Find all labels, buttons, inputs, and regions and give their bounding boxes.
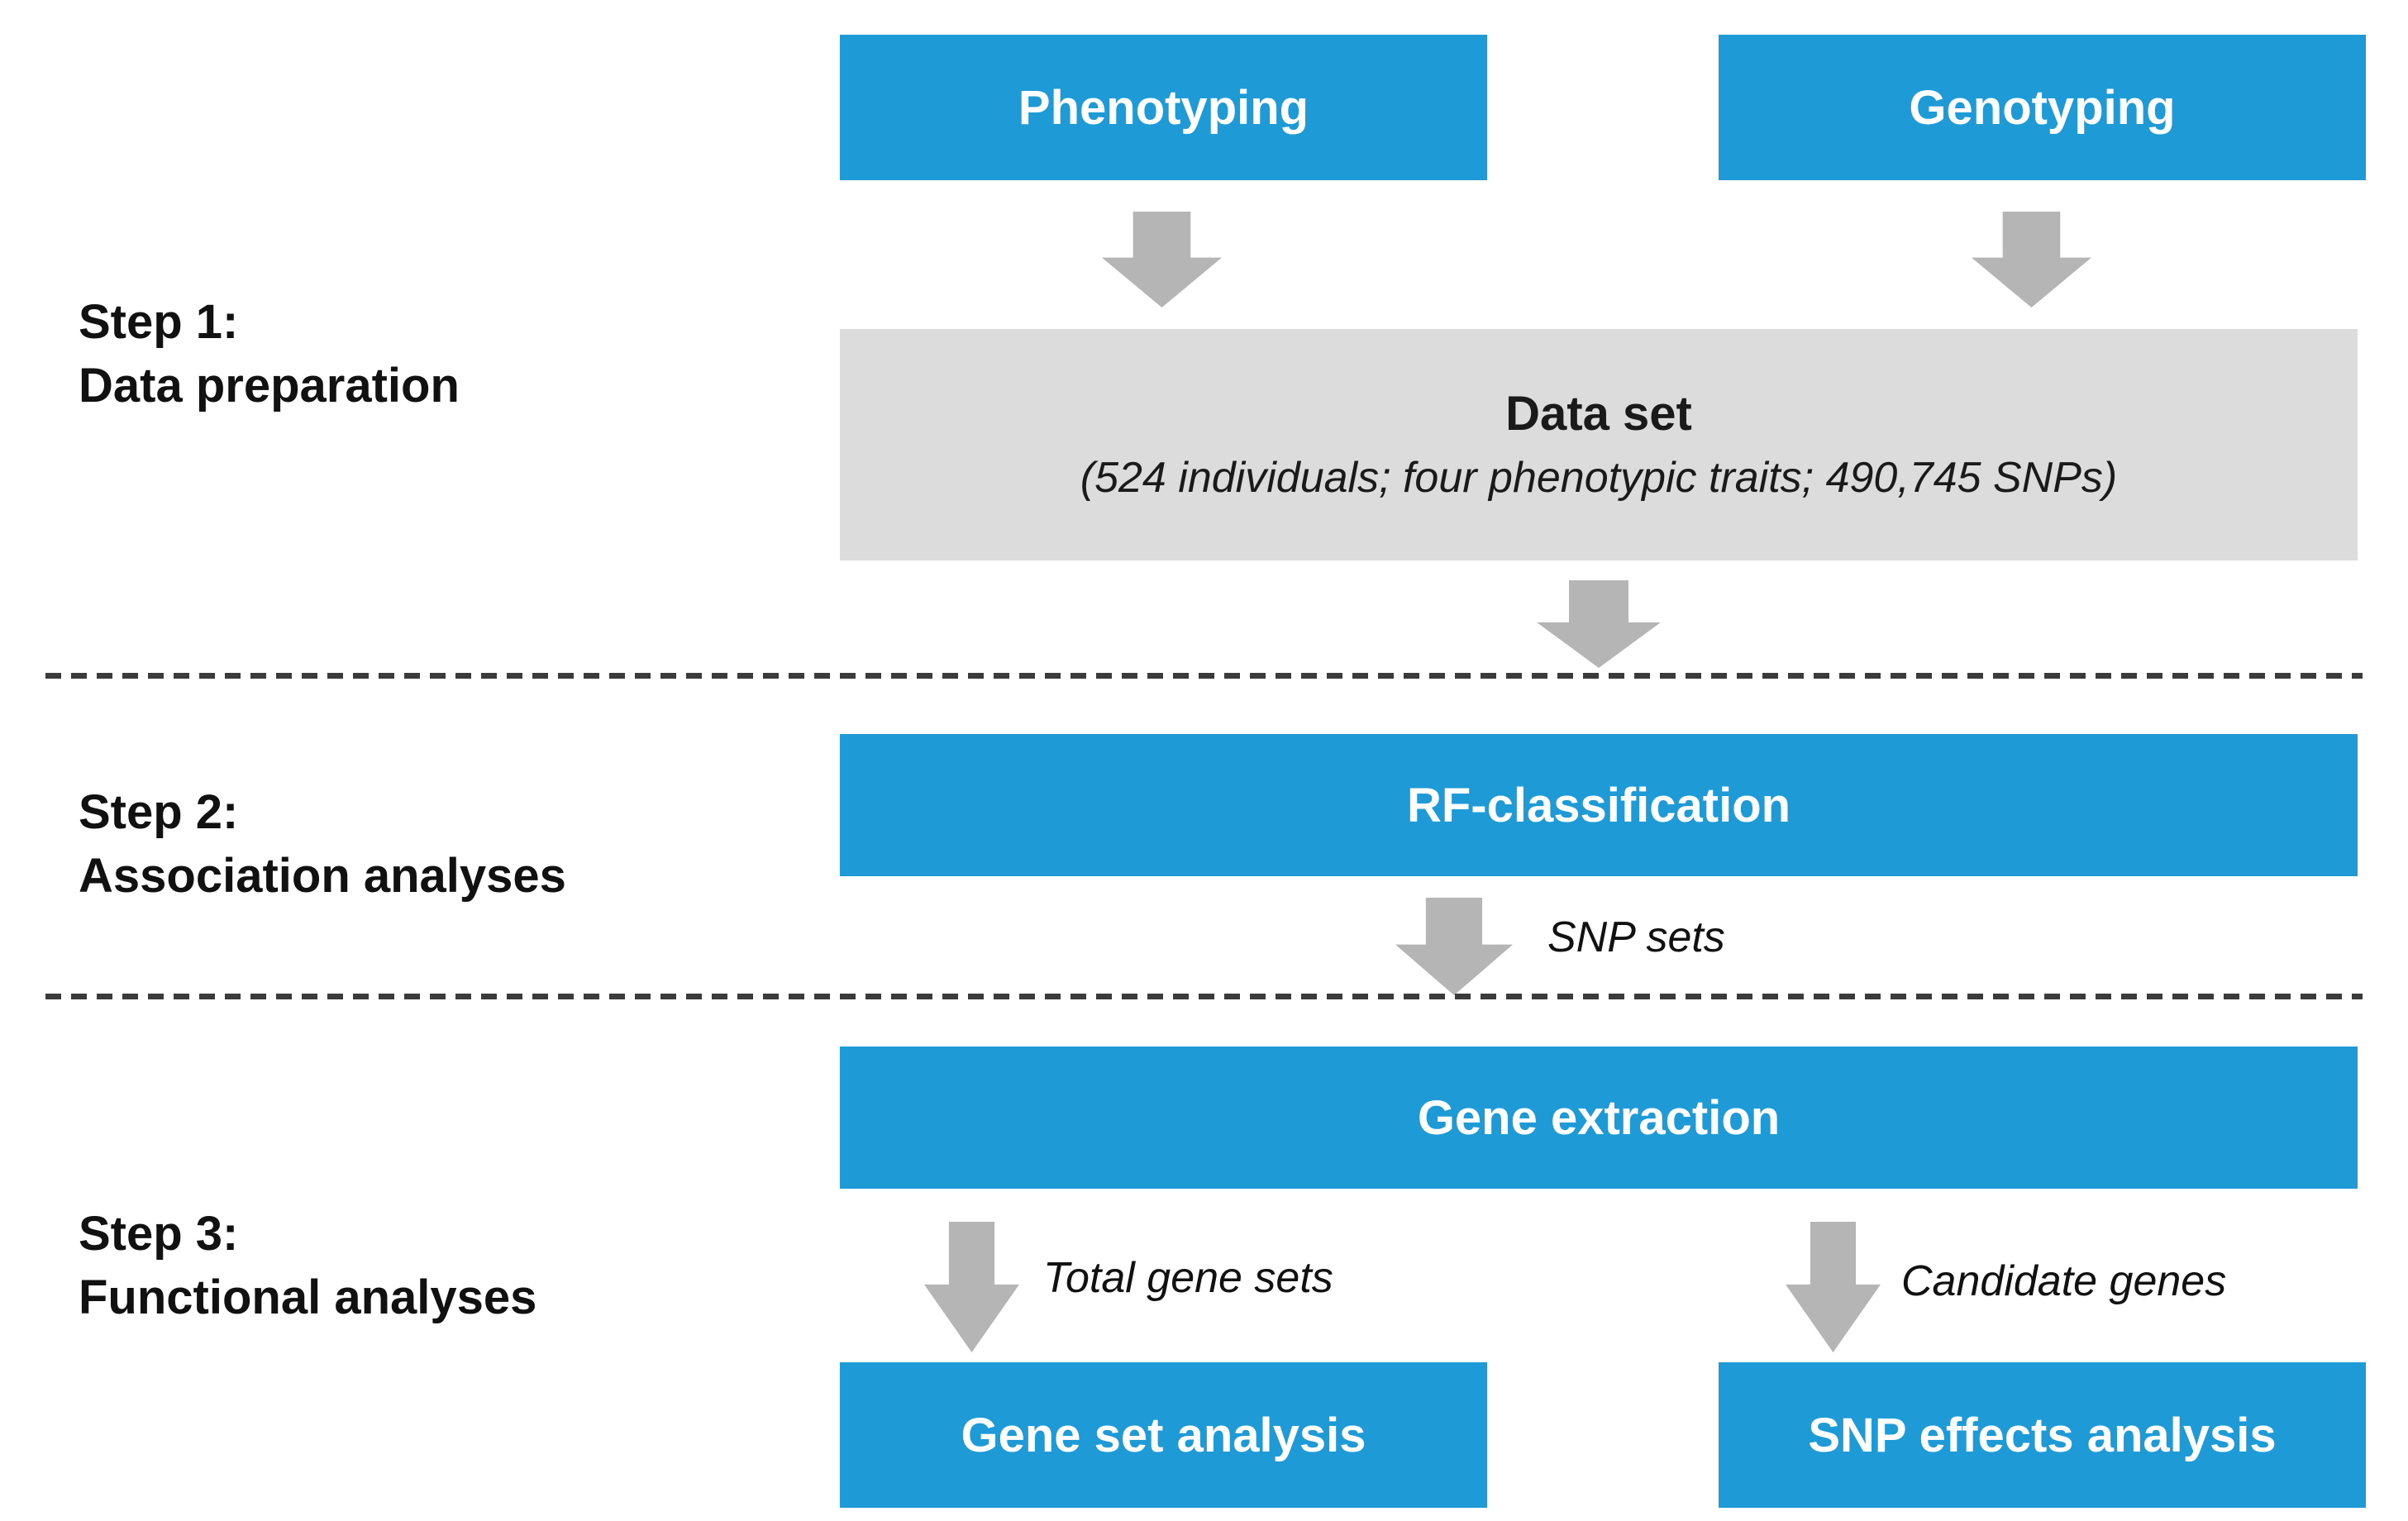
dataset-box: Data set (524 individuals; four phenotyp…: [840, 329, 2358, 560]
step3-title: Functional analyses: [79, 1270, 537, 1324]
step1-step2-divider: [45, 673, 2363, 679]
step1-number: Step 1:: [79, 295, 239, 349]
snp-sets-label: SNP sets: [1547, 913, 1725, 961]
gene-extraction-to-gene-set-arrow-icon: [924, 1222, 1019, 1352]
phenotyping-box-label: Phenotyping: [1018, 80, 1309, 135]
snp-effects-analysis-box-label: SNP effects analysis: [1808, 1408, 2277, 1462]
gene-set-analysis-box-label: Gene set analysis: [961, 1408, 1366, 1462]
gene-extraction-box: Gene extraction: [840, 1047, 2358, 1189]
dataset-to-rf-arrow-icon: [1537, 580, 1661, 668]
step2-label: Step 2: Association analyses: [79, 781, 566, 908]
genotyping-box: Genotyping: [1719, 35, 2366, 180]
total-gene-sets-label: Total gene sets: [1043, 1254, 1333, 1302]
step2-number: Step 2:: [79, 785, 239, 839]
gene-extraction-to-snp-effects-arrow-icon: [1786, 1222, 1881, 1352]
phenotyping-to-dataset-arrow-icon: [1102, 212, 1222, 308]
genotyping-box-label: Genotyping: [1909, 80, 2176, 135]
step2-step3-divider: [45, 994, 2363, 999]
candidate-genes-label: Candidate genes: [1901, 1257, 2227, 1305]
genotyping-to-dataset-arrow-icon: [1972, 212, 2091, 308]
gene-set-analysis-box: Gene set analysis: [840, 1362, 1487, 1508]
snp-effects-analysis-box: SNP effects analysis: [1719, 1362, 2366, 1508]
step1-label: Step 1: Data preparation: [79, 291, 460, 417]
gene-extraction-box-label: Gene extraction: [1417, 1090, 1781, 1145]
step1-title: Data preparation: [79, 358, 460, 412]
step3-number: Step 3:: [79, 1207, 239, 1261]
rf-to-gene-extraction-arrow-icon: [1395, 898, 1513, 995]
rf-classification-box-label: RF-classification: [1406, 778, 1791, 832]
step3-label: Step 3: Functional analyses: [79, 1203, 536, 1329]
dataset-subtitle: (524 individuals; four phenotypic traits…: [1080, 454, 2118, 503]
step2-title: Association analyses: [79, 848, 566, 903]
phenotyping-box: Phenotyping: [840, 35, 1487, 180]
dataset-title: Data set: [1505, 386, 1692, 441]
rf-classification-box: RF-classification: [840, 734, 2358, 876]
